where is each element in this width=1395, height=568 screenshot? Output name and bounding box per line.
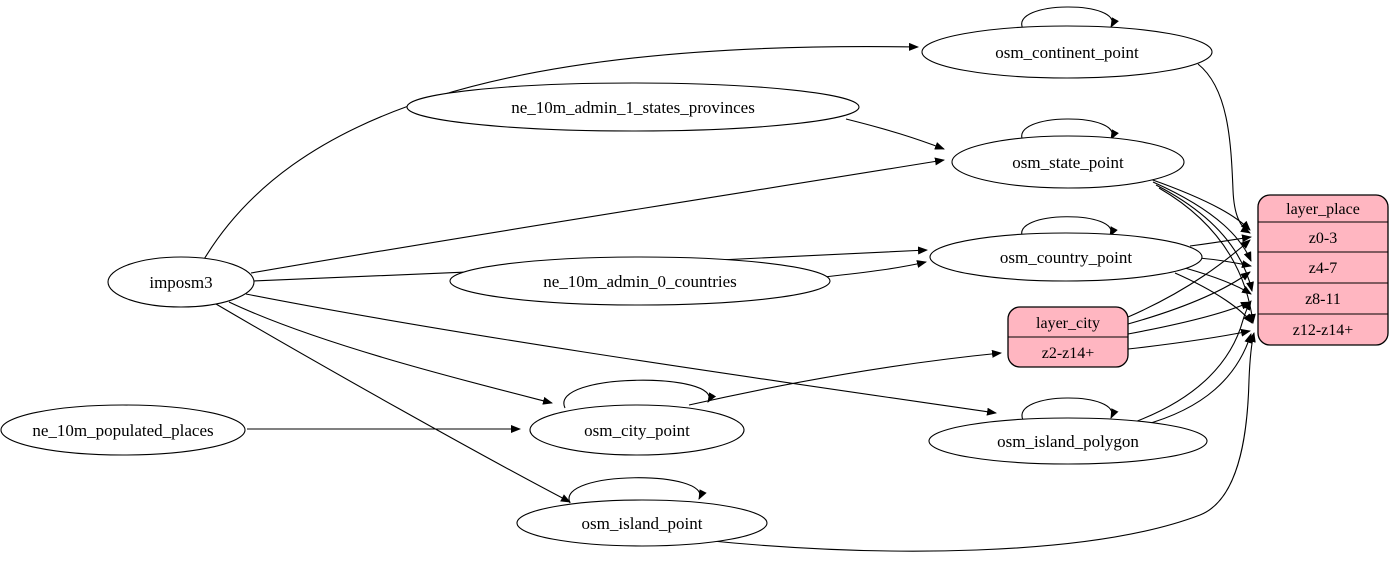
edge-layer_city-layer_place-z8-11	[1127, 301, 1251, 335]
edge-osm_country_point-layer_place-z8-11	[1184, 267, 1252, 295]
node-osm_continent_point: osm_continent_point	[921, 25, 1213, 79]
osm_continent_point-ellipse	[921, 25, 1213, 79]
ne_10m_populated_places-label: ne_10m_populated_places	[32, 421, 213, 440]
osm_island_point-ellipse	[516, 499, 768, 547]
node-osm_island_point: osm_island_point	[516, 499, 768, 547]
layer_place-row-z12-z14: z12-z14+	[1293, 322, 1354, 339]
edge-osm_island_polygon-layer_place-z12-z14	[1135, 333, 1253, 428]
node-osm_state_point: osm_state_point	[951, 135, 1185, 189]
edge-layer_city-layer_place-z12-z14	[1127, 328, 1251, 350]
node-imposm3: imposm3	[107, 256, 255, 308]
layer_place-row-z4-7: z4-7	[1309, 260, 1337, 277]
node-osm_city_point: osm_city_point	[529, 404, 745, 456]
osm_city_point-label: osm_city_point	[584, 421, 690, 440]
edge-imposm3-osm_state_point	[250, 157, 945, 274]
ne_10m_populated_places-ellipse	[0, 404, 246, 456]
self-loop-osm_island_point	[568, 477, 707, 504]
osm_country_point-label: osm_country_point	[1000, 248, 1132, 267]
node-layer_city: layer_city z2-z14+	[1007, 306, 1129, 368]
osm_city_point-ellipse	[529, 404, 745, 456]
node-osm_country_point: osm_country_point	[929, 232, 1203, 282]
ne_10m_admin_0_countries-ellipse	[449, 256, 831, 306]
node-osm_island_polygon: osm_island_polygon	[928, 417, 1208, 465]
osm_continent_point-label: osm_continent_point	[995, 43, 1139, 62]
node-ne_10m_admin_1_states_provinces: ne_10m_admin_1_states_provinces	[406, 82, 860, 132]
layer_place-box	[1257, 194, 1389, 346]
edge-osm_country_point-layer_place-z0-3	[1189, 234, 1252, 247]
layer_city-title: layer_city	[1036, 315, 1100, 332]
edge-osm_state_point-layer_place-z0-3	[1149, 178, 1251, 231]
osm_island_point-label: osm_island_point	[582, 514, 703, 533]
self-loop-osm_island_polygon	[1021, 397, 1119, 421]
edge-osm_country_point-layer_place-z4-7	[1198, 257, 1252, 269]
layer_place-title: layer_place	[1286, 201, 1360, 218]
ne_10m_admin_0_countries-label: ne_10m_admin_0_countries	[543, 272, 737, 291]
layer_place-row-z8-11: z8-11	[1305, 291, 1341, 308]
osm_island_polygon-ellipse	[928, 417, 1208, 465]
imposm3-ellipse	[107, 256, 255, 308]
node-layer_place: layer_place z0-3 z4-7 z8-11 z12-z14+	[1257, 194, 1389, 346]
osm_state_point-ellipse	[951, 135, 1185, 189]
edge-ne_10m_admin_1_states_provinces-osm_state_point	[845, 118, 945, 150]
edge-osm_country_point-layer_place-z12-z14	[1174, 272, 1253, 324]
ne_10m_admin_1_states_provinces-label: ne_10m_admin_1_states_provinces	[511, 98, 755, 117]
node-ne_10m_admin_0_countries: ne_10m_admin_0_countries	[449, 256, 831, 306]
osm_country_point-ellipse	[929, 232, 1203, 282]
imposm3-label: imposm3	[149, 273, 212, 292]
ne_10m_admin_1_states_provinces-ellipse	[406, 82, 860, 132]
self-loop-osm_continent_point	[1021, 6, 1119, 30]
edge-ne_10m_admin_0_countries-osm_country_point	[823, 260, 927, 278]
edge-imposm3-osm_continent_point	[202, 42, 919, 262]
edge-layer_city-layer_place-z4-7	[1127, 271, 1251, 325]
self-loop-osm_country_point	[1021, 216, 1118, 239]
layer_city-row-z2-z14: z2-z14+	[1042, 345, 1095, 362]
self-loop-osm_city_point	[563, 379, 717, 409]
edge-osm_continent_point-layer_place-z0-3	[1197, 63, 1251, 234]
edge-osm_state_point-layer_place-z4-7	[1152, 181, 1252, 262]
edge-osm_island_polygon-layer_place-z8-11	[1131, 300, 1252, 424]
edge-imposm3-osm_island_polygon	[245, 293, 997, 416]
edge-osm_city_point-layer_city	[688, 349, 1002, 406]
osm_state_point-label: osm_state_point	[1012, 153, 1124, 172]
self-loop-osm_state_point	[1021, 118, 1119, 142]
node-ne_10m_populated_places: ne_10m_populated_places	[0, 404, 246, 456]
edge-imposm3-osm_city_point	[228, 301, 553, 405]
edge-imposm3-osm_island_point	[215, 303, 571, 503]
edge-osm_island_point-layer_place-z12-z14	[701, 332, 1256, 552]
osm_island_polygon-label: osm_island_polygon	[997, 432, 1139, 451]
layer_place-row-z0-3: z0-3	[1309, 230, 1337, 247]
edge-layer_city-layer_place-z0-3	[1127, 239, 1251, 318]
